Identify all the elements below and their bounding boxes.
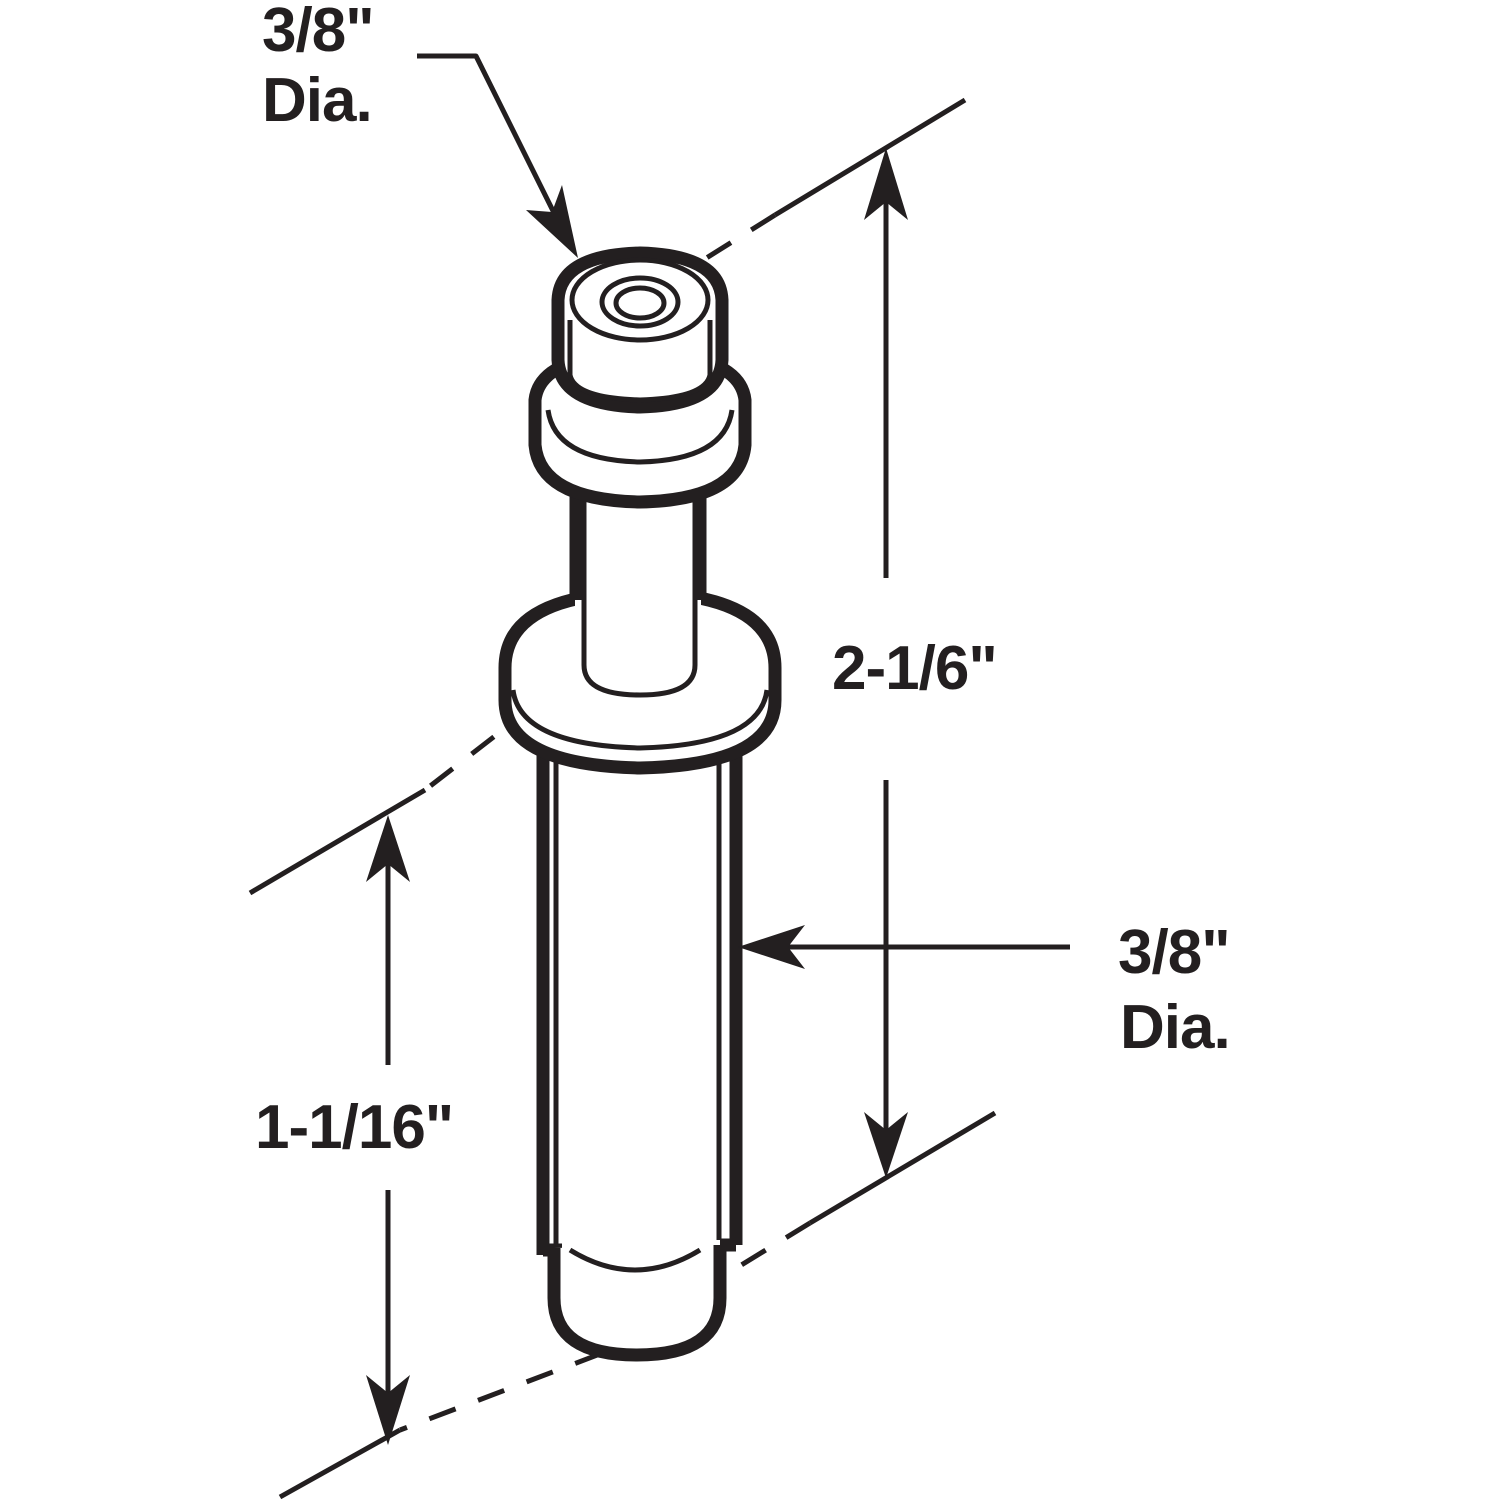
part-body [498, 246, 782, 1362]
extension-lines [248, 97, 997, 1500]
shaft-diameter-unit-label: Dia. [1120, 993, 1231, 1062]
shaft-diameter-value-label: 3/8" [1118, 918, 1231, 987]
overall-height-dimension [864, 148, 908, 1178]
top-diameter-unit-label: Dia. [262, 66, 373, 135]
lower-height-dimension [366, 815, 410, 1445]
top-diameter-value-label: 3/8" [262, 0, 375, 65]
shaft-diameter-leader [738, 925, 1070, 969]
lower-height-label: 1-1/16" [255, 1093, 454, 1162]
top-diameter-leader [417, 53, 578, 258]
overall-height-label: 2-1/6" [832, 634, 998, 703]
